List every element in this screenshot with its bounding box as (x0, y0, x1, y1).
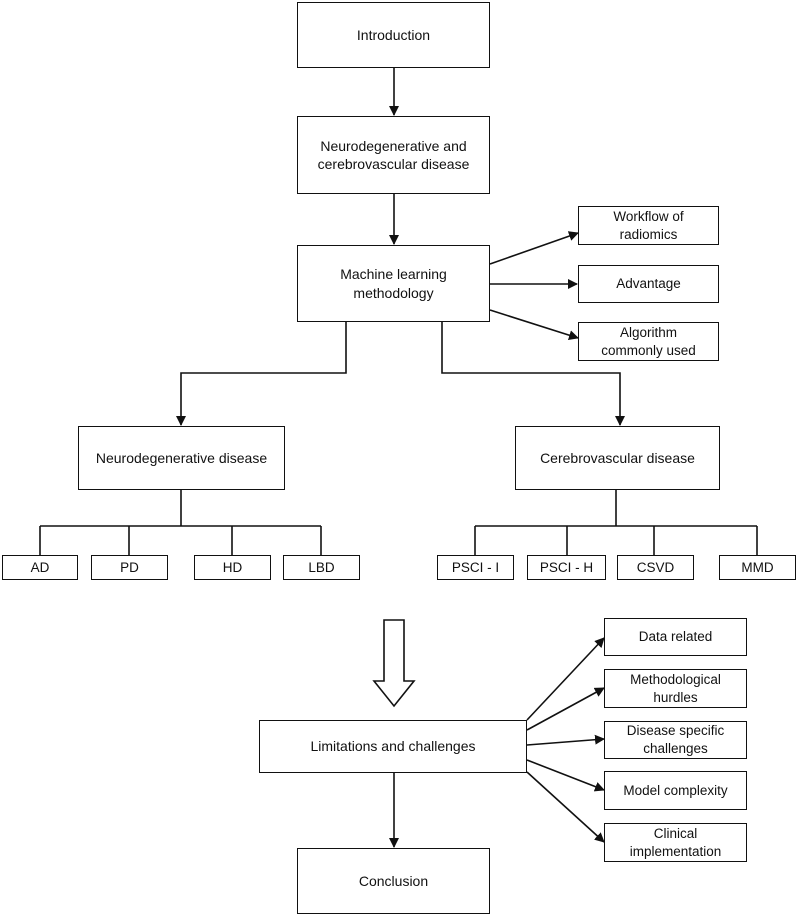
limitation-clinical-box: Clinical implementation (604, 823, 747, 862)
cerebro-subtype-bracket (474, 490, 758, 555)
subtype-mmd-box: MMD (719, 555, 796, 580)
arrow-limitations-to-methodological (526, 687, 605, 731)
arrow-limitations-to-data (526, 637, 605, 721)
neurodegenerative-box: Neurodegenerative disease (78, 426, 285, 490)
neuro-subtype-bracket (39, 490, 322, 555)
ml-methodology-box: Machine learning methodology (297, 245, 490, 322)
arrow-limitations-to-clinical (526, 771, 605, 843)
subtype-pd-box: PD (91, 555, 168, 580)
limitation-methodological-box: Methodological hurdles (604, 669, 747, 708)
arrow-ml-to-cerebrovascular (441, 322, 625, 426)
arrow-ml-to-workflow (489, 231, 579, 265)
advantage-box: Advantage (578, 265, 719, 303)
workflow-radiomics-box: Workflow of radiomics (578, 206, 719, 245)
limitations-box: Limitations and challenges (259, 720, 527, 773)
introduction-box: Introduction (297, 2, 490, 68)
subtype-hd-box: HD (194, 555, 271, 580)
arrow-ml-to-neurodegenerative (176, 322, 347, 426)
arrow-limitations-to-disease-specific (526, 734, 605, 746)
subtype-ad-box: AD (2, 555, 78, 580)
hollow-down-arrow (372, 619, 416, 708)
limitation-disease-specific-box: Disease specific challenges (604, 721, 747, 759)
arrow-ml-to-algorithm (489, 309, 579, 341)
subtype-psci-i-box: PSCI - I (437, 555, 514, 580)
limitation-data-related-box: Data related (604, 618, 747, 656)
arrow-limitations-to-model-complexity (526, 759, 605, 792)
algorithm-box: Algorithm commonly used (578, 322, 719, 361)
subtype-lbd-box: LBD (283, 555, 360, 580)
conclusion-box: Conclusion (297, 848, 490, 914)
cerebrovascular-box: Cerebrovascular disease (515, 426, 720, 490)
subtype-csvd-box: CSVD (617, 555, 694, 580)
neuro-cerebro-box: Neurodegenerative and cerebrovascular di… (297, 116, 490, 194)
subtype-psci-h-box: PSCI - H (527, 555, 606, 580)
limitation-model-complexity-box: Model complexity (604, 771, 747, 810)
